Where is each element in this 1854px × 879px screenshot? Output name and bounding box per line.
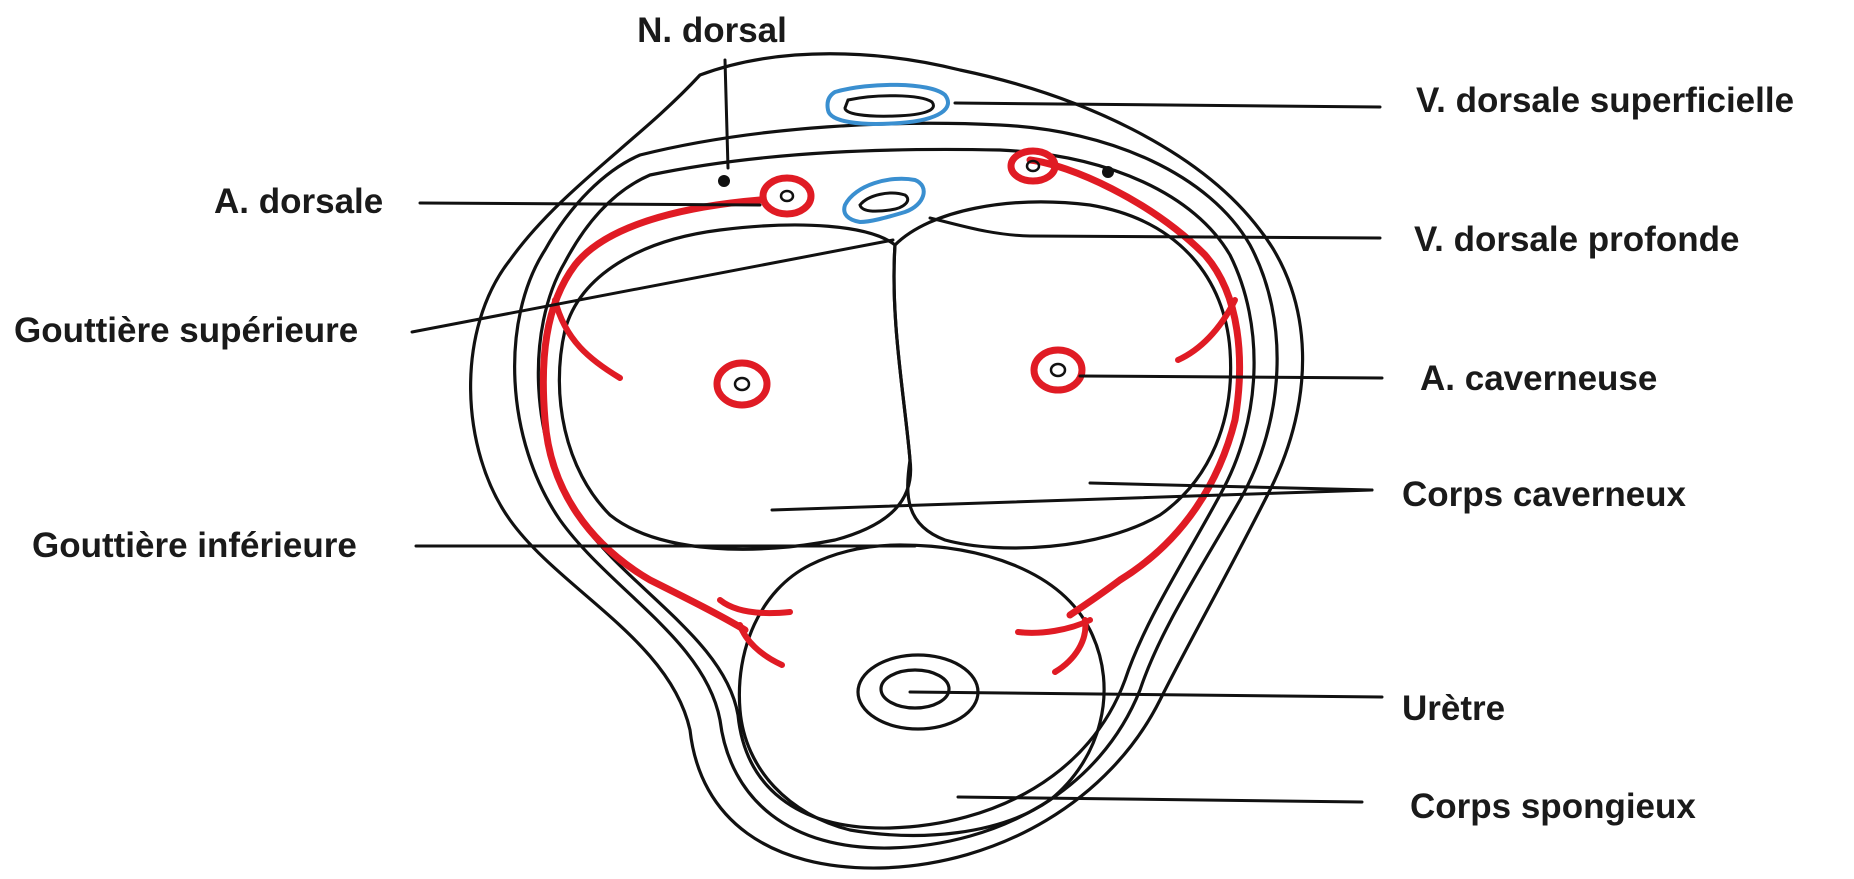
label-v-dorsale-superficielle: V. dorsale superficielle — [1416, 81, 1794, 120]
label-v-dorsale-profonde: V. dorsale profonde — [1414, 220, 1739, 259]
label-a-dorsale: A. dorsale — [214, 182, 383, 221]
superficial-dorsal-vein-inner — [845, 96, 933, 116]
dorsal-nerve-right — [1102, 166, 1114, 178]
dorsal-nerve-left — [718, 175, 730, 187]
label-corps-spongieux: Corps spongieux — [1410, 787, 1696, 826]
deep-dorsal-vein-inner — [860, 193, 908, 211]
leader-gouttiere-superieure — [412, 240, 893, 332]
leader-uretre — [910, 692, 1382, 697]
deep-dorsal-vein — [844, 179, 923, 222]
label-corps-caverneux: Corps caverneux — [1402, 475, 1687, 514]
leader-corps-caverneux-left — [772, 490, 1372, 510]
label-a-caverneuse: A. caverneuse — [1420, 359, 1657, 398]
leader-a-caverneuse — [1080, 376, 1382, 378]
leader-v-dorsale-superficielle — [955, 103, 1380, 107]
label-gouttiere-superieure: Gouttière supérieure — [14, 311, 358, 350]
urethra-inner — [881, 670, 949, 708]
cavernous-artery-left — [717, 363, 767, 405]
cavernous-artery-left-lumen — [735, 378, 749, 390]
leader-a-dorsale — [420, 203, 760, 205]
dorsal-artery-left-lumen — [781, 191, 793, 201]
label-gouttiere-inferieure: Gouttière inférieure — [32, 526, 357, 565]
leader-n-dorsal — [725, 60, 728, 168]
label-uretre: Urètre — [1402, 689, 1505, 728]
left-arterial-arch — [543, 200, 790, 665]
corpus-spongiosum — [739, 545, 1104, 835]
cavernous-artery-right — [1034, 350, 1082, 390]
cavernous-artery-right-lumen — [1051, 364, 1065, 376]
dorsal-artery-left — [763, 178, 811, 214]
label-n-dorsal: N. dorsal — [637, 11, 787, 50]
leader-corps-caverneux-right — [1090, 483, 1372, 490]
leader-corps-spongieux — [958, 797, 1362, 802]
